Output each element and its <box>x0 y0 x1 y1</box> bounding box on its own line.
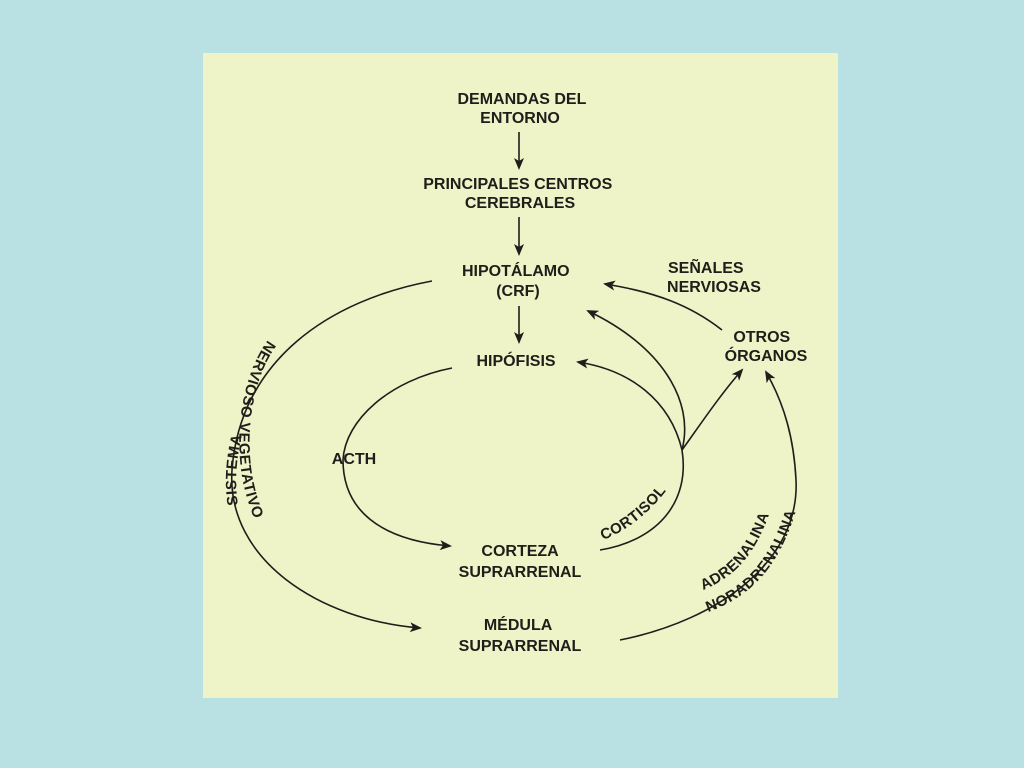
node-hipotalamo: HIPOTÁLAMO (CRF) <box>462 261 574 300</box>
label-cortisol: CORTISOL <box>598 482 670 544</box>
arrow-otros-hipotalamo <box>603 280 723 331</box>
node-centros-cerebrales: PRINCIPALES CENTROS CEREBRALES <box>423 176 617 212</box>
node-acth: ACTH <box>332 451 376 468</box>
label-noradrenalina: NORADRENALINA <box>703 507 799 615</box>
node-senales-nerviosas: SEÑALES NERVIOSAS <box>667 257 761 296</box>
node-hipofisis: HIPÓFISIS <box>476 351 555 370</box>
arrow-hipotalamo-medula <box>231 280 433 633</box>
node-corteza-suprarrenal: CORTEZA SUPRARRENAL <box>459 543 582 581</box>
arrow-corteza-hipotalamo <box>586 310 686 451</box>
arrow-corteza-otros-organos <box>681 368 744 451</box>
node-otros-organos: OTROS ÓRGANOS <box>725 329 808 365</box>
arrow-medula-otros-organos <box>619 370 797 641</box>
node-medula-suprarrenal: MÉDULA SUPRARRENAL <box>459 615 582 655</box>
label-sistema: SISTEMA <box>223 432 246 506</box>
node-demandas: DEMANDAS DEL ENTORNO <box>457 91 590 127</box>
arrow-hipofisis-corteza <box>342 367 453 551</box>
